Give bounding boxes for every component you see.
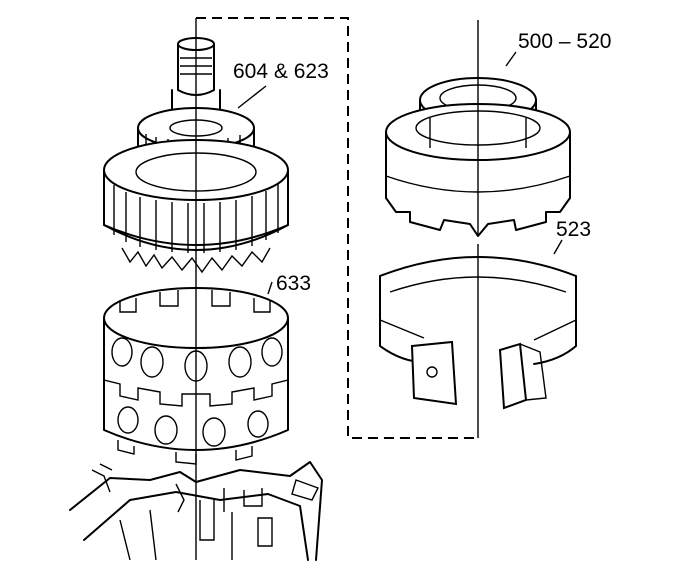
- callout-housing: 500 – 520: [518, 30, 611, 53]
- valve-body-fragment: [69, 461, 323, 561]
- housing-assembly: [385, 20, 571, 237]
- callout-shell: 633: [276, 272, 311, 295]
- callout-band: 523: [556, 218, 591, 241]
- callout-drum-gear: 604 & 623: [233, 60, 329, 83]
- alignment-bracket: [196, 17, 477, 439]
- brake-band: [379, 239, 577, 438]
